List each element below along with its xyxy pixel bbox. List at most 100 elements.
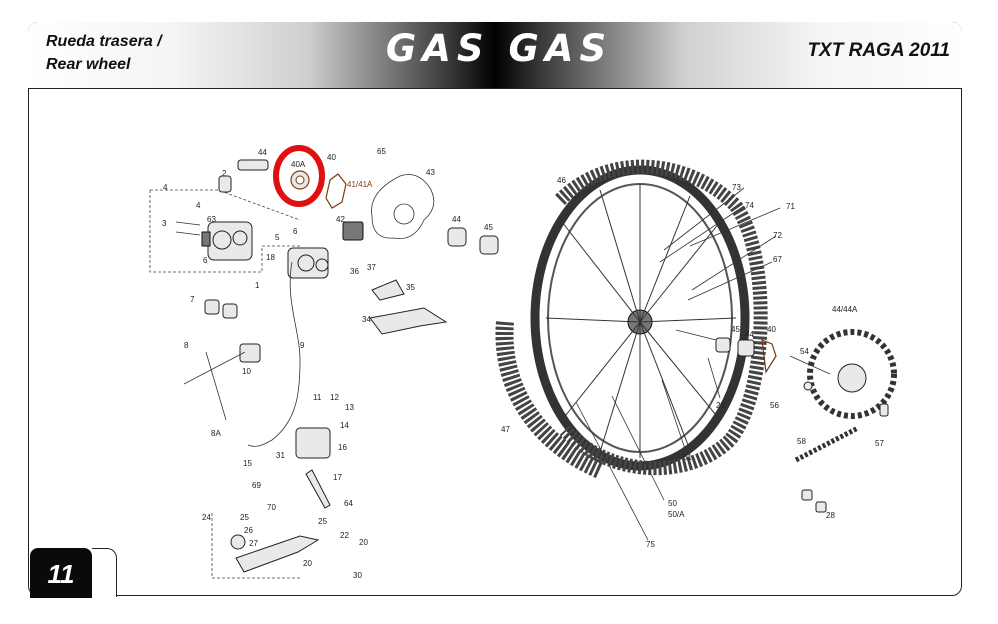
spacer-40a — [290, 170, 310, 190]
label-63: 63 — [207, 215, 216, 224]
brand-logo: GAS GAS — [385, 27, 613, 70]
label-65: 65 — [377, 147, 386, 156]
label-23: 23 — [716, 401, 725, 410]
label-35: 35 — [406, 283, 415, 292]
label-54: 54 — [800, 347, 809, 356]
label-6: 6 — [293, 227, 298, 236]
label-40: 40 — [767, 325, 776, 334]
label-14: 14 — [340, 421, 349, 430]
label-9: 9 — [300, 341, 305, 350]
label-75: 75 — [646, 540, 655, 549]
label-72: 72 — [773, 231, 782, 240]
section-title-spanish: Rueda trasera / — [46, 33, 162, 50]
label-1: 1 — [255, 281, 260, 290]
label-69: 69 — [252, 481, 261, 490]
label-36: 36 — [350, 267, 359, 276]
brake-pedal — [211, 513, 320, 579]
label-12: 12 — [330, 393, 339, 402]
rear-wheel — [495, 159, 768, 479]
label-15: 15 — [243, 459, 252, 468]
label-10: 10 — [242, 367, 251, 376]
label-58: 58 — [797, 437, 806, 446]
label-64: 64 — [344, 499, 353, 508]
label-30: 30 — [353, 571, 362, 580]
brake-hose — [247, 261, 301, 447]
label-13: 13 — [345, 403, 354, 412]
label-4b: 4 — [196, 201, 201, 210]
leader-lines — [575, 187, 781, 541]
rear-sprocket — [789, 329, 897, 419]
label-45: 45 — [484, 223, 493, 232]
label-47: 47 — [501, 425, 510, 434]
label-71: 71 — [786, 202, 795, 211]
label-46: 46 — [557, 176, 566, 185]
chain-tensioner-parts — [801, 381, 889, 513]
master-cylinder — [183, 343, 261, 421]
caliper-group-outline — [149, 189, 301, 273]
label-73: 73 — [732, 183, 741, 192]
brake-caliper — [201, 221, 253, 261]
label-57: 57 — [875, 439, 884, 448]
highlight-ring — [273, 145, 325, 207]
label-50a: 50/A — [668, 510, 685, 519]
label-16: 16 — [338, 443, 347, 452]
label-74: 74 — [745, 201, 754, 210]
label-22: 22 — [340, 531, 349, 540]
label-43: 43 — [426, 168, 435, 177]
part-labels: 4 2 44 40A 40 41/41A 65 43 42 44 45 4 63… — [162, 147, 884, 580]
label-24: 24 — [202, 513, 211, 522]
label-3: 3 — [162, 219, 167, 228]
label-44-top: 44 — [258, 148, 267, 157]
section-title-english: Rear wheel — [46, 56, 131, 73]
bellows-7 — [204, 299, 238, 319]
label-25: 25 — [240, 513, 249, 522]
bracket-34-35 — [369, 279, 448, 335]
model-name: TXT RAGA 2011 — [807, 40, 950, 61]
label-40-top: 40 — [327, 153, 336, 162]
page-tab-notch — [92, 548, 117, 597]
label-41-41a: 41/41A — [347, 180, 373, 189]
label-31: 31 — [276, 451, 285, 460]
label-34: 34 — [362, 315, 371, 324]
brake-pads — [287, 247, 329, 279]
label-61: 61 — [683, 453, 692, 462]
label-25b: 25 — [318, 517, 327, 526]
section-title: Rueda trasera / Rear wheel — [46, 30, 162, 76]
label-11: 11 — [313, 393, 322, 402]
label-44c: 44 — [745, 330, 754, 339]
label-62-area: 6 — [203, 256, 208, 265]
brake-disc — [371, 174, 435, 239]
wheel-bearings — [447, 227, 499, 255]
label-7: 7 — [190, 295, 195, 304]
label-4: 4 — [163, 183, 168, 192]
brake-disc-guard — [325, 173, 364, 241]
drive-chain — [794, 425, 860, 463]
axle-spacers — [675, 329, 777, 374]
swingarm-linkage — [295, 427, 331, 509]
label-44: 44 — [452, 215, 461, 224]
label-42: 42 — [336, 215, 345, 224]
caliper-pins — [175, 159, 269, 236]
label-56: 56 — [770, 401, 779, 410]
label-67: 67 — [773, 255, 782, 264]
label-2: 2 — [222, 169, 227, 178]
label-45b: 45 — [731, 325, 740, 334]
label-5: 5 — [275, 233, 280, 242]
label-18: 18 — [266, 253, 275, 262]
label-27: 27 — [249, 539, 258, 548]
label-70: 70 — [267, 503, 276, 512]
label-44-44a: 44/44A — [832, 305, 858, 314]
header-banner — [28, 22, 962, 89]
label-40a: 40A — [291, 160, 306, 169]
label-17: 17 — [333, 473, 342, 482]
label-8: 8 — [184, 341, 189, 350]
label-50: 50 — [668, 499, 677, 508]
label-28: 28 — [826, 511, 835, 520]
label-26: 26 — [244, 526, 253, 535]
label-37: 37 — [367, 263, 376, 272]
label-20: 20 — [359, 538, 368, 547]
page-number: 11 — [30, 548, 92, 598]
label-20b: 20 — [303, 559, 312, 568]
label-8a: 8A — [211, 429, 221, 438]
